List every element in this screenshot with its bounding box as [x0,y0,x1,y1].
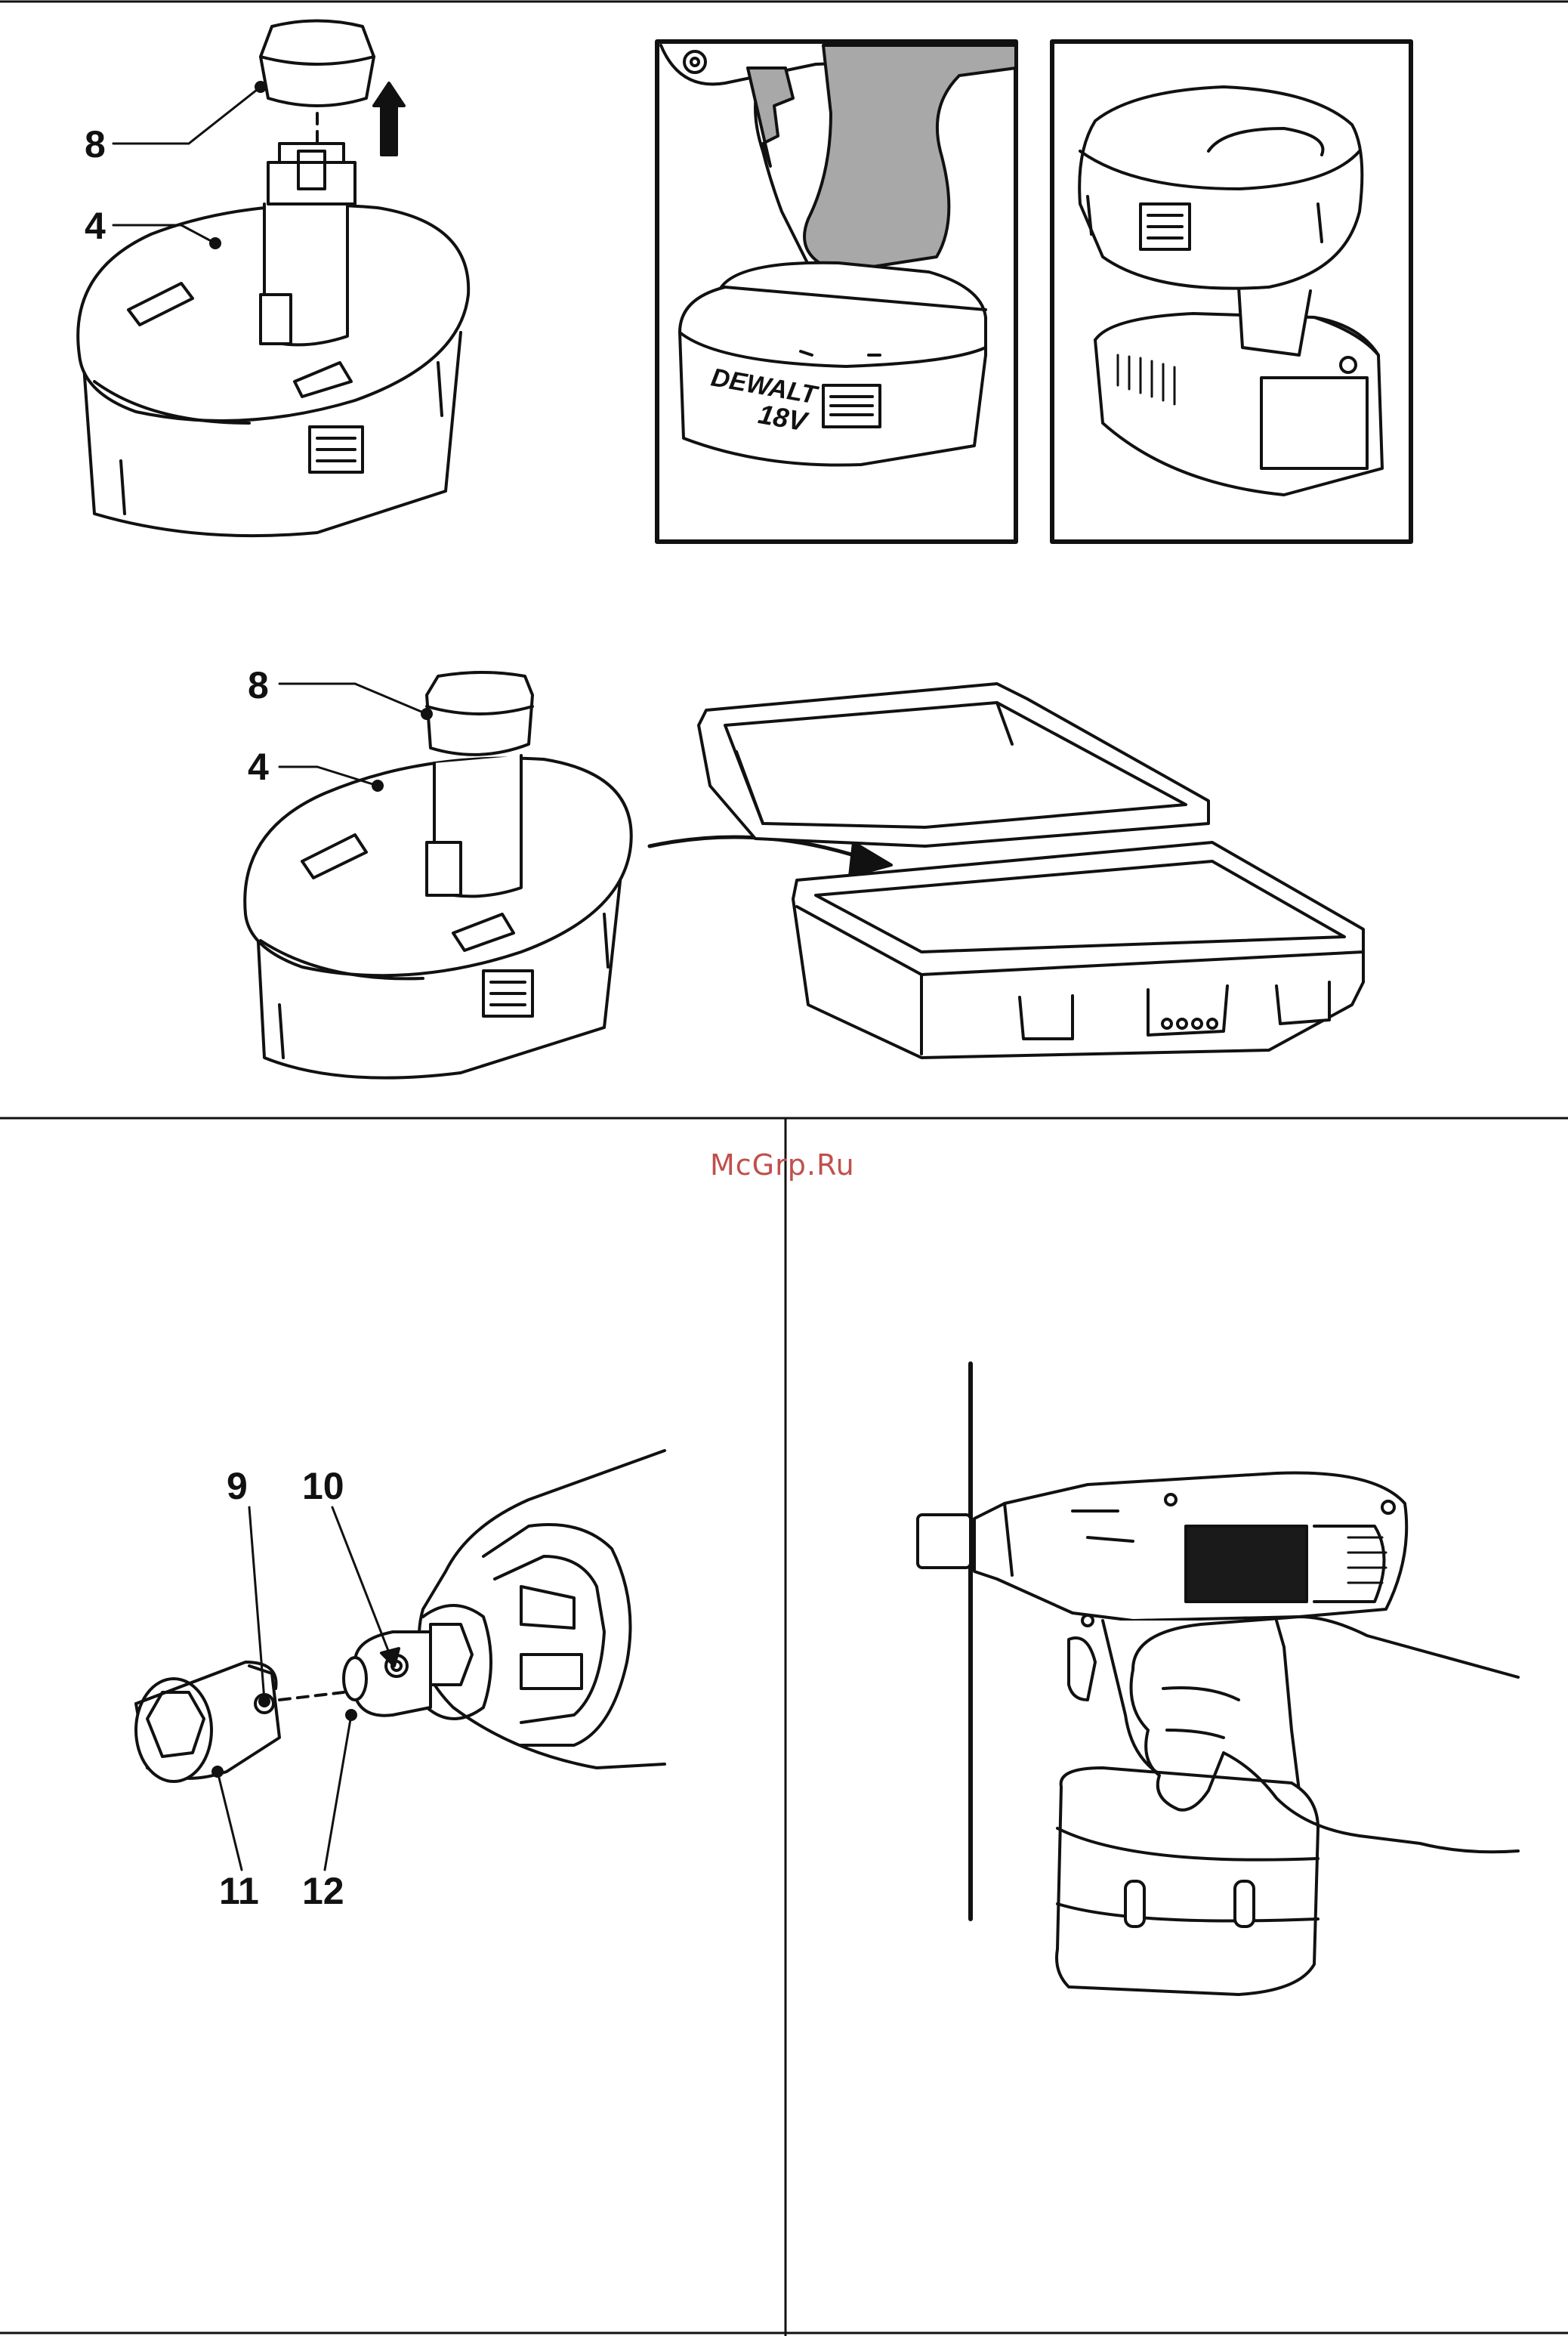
figure-e-socket-installation [136,1451,665,1870]
figure-c-battery-on-charger [1052,42,1411,542]
callout-4-battery: 4 [85,207,106,245]
callout-9-hole: 9 [227,1467,248,1505]
callout-11-socket: 11 [219,1872,259,1910]
display-panel [1186,1526,1307,1602]
callout-10-pin: 10 [302,1467,344,1505]
callout-8-cap: 8 [248,666,269,704]
figure-f-tool-use [918,1364,1518,1995]
callout-8-cap: 8 [85,125,106,163]
arrow-up-icon [374,83,404,155]
callout-12-anvil: 12 [302,1872,344,1910]
case-lid [699,684,1208,846]
figure-d-battery-to-case [245,672,1363,1078]
figure-a-battery-cap-removal [78,21,468,536]
watermark-text: McGrp.Ru [710,1148,855,1182]
figure-b-battery-in-tool: DEWALT 18V [657,42,1016,542]
callout-4-battery: 4 [248,748,269,786]
